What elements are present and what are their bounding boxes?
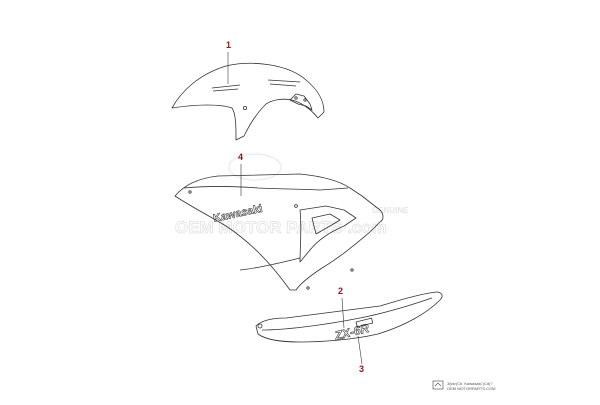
tail-cowl-part: ZX-6R [255,291,443,343]
tail-cowl-outline [255,291,443,343]
watermark: OEM MOTOR PARTS .com GENUINE [175,153,409,237]
callout-4: 4 [238,152,244,162]
fairing-upper-edge [183,186,349,191]
fairing-bolt-4 [306,286,310,290]
tail-cowl-contour [261,297,433,331]
fairing-lower-line [239,257,301,271]
callout-1: 1 [226,40,232,50]
leader-lines [227,52,363,365]
fender-decal-lines [211,84,241,92]
leader-line-3 [357,335,363,365]
footer-text: 3(ksr)Cit. Kawasaki (Cd)? OEM MOTORPARTS… [447,381,495,391]
fender-outline [171,62,325,141]
front-fender-part [171,62,325,141]
footer-line-1: 3(ksr)Cit. Kawasaki (Cd)? [447,381,493,386]
watermark-text: OEM MOTOR PARTS .com [175,218,387,237]
tail-cowl-mount [257,323,263,329]
tail-small-decal [355,317,374,328]
fairing-outline [174,173,384,291]
watermark-side-text: GENUINE [372,206,409,215]
fairing-bolt-1 [294,204,298,208]
fairing-vent [299,205,357,263]
footer-logo-mark [434,382,442,387]
leader-line-2 [341,297,345,329]
fairing-vent-inner [311,213,341,235]
footer-line-2: OEM MOTORPARTS.COM [447,386,496,391]
fairing-bolt-3 [350,268,354,272]
tail-model-decal: ZX-6R [332,321,370,343]
fender-bracket-hole-2 [294,96,298,100]
fairing-bolt-2 [188,190,192,194]
fender-bracket-hole [303,98,307,102]
callout-3: 3 [359,364,365,374]
fender-contour-line [267,79,301,87]
callout-2: 2 [338,286,344,296]
fender-bolt-hole [242,106,247,111]
footer-logo-box [432,380,444,390]
watermark-logo-ring [228,153,282,181]
fender-rear-bracket [289,93,313,111]
footer-logo [432,380,444,390]
